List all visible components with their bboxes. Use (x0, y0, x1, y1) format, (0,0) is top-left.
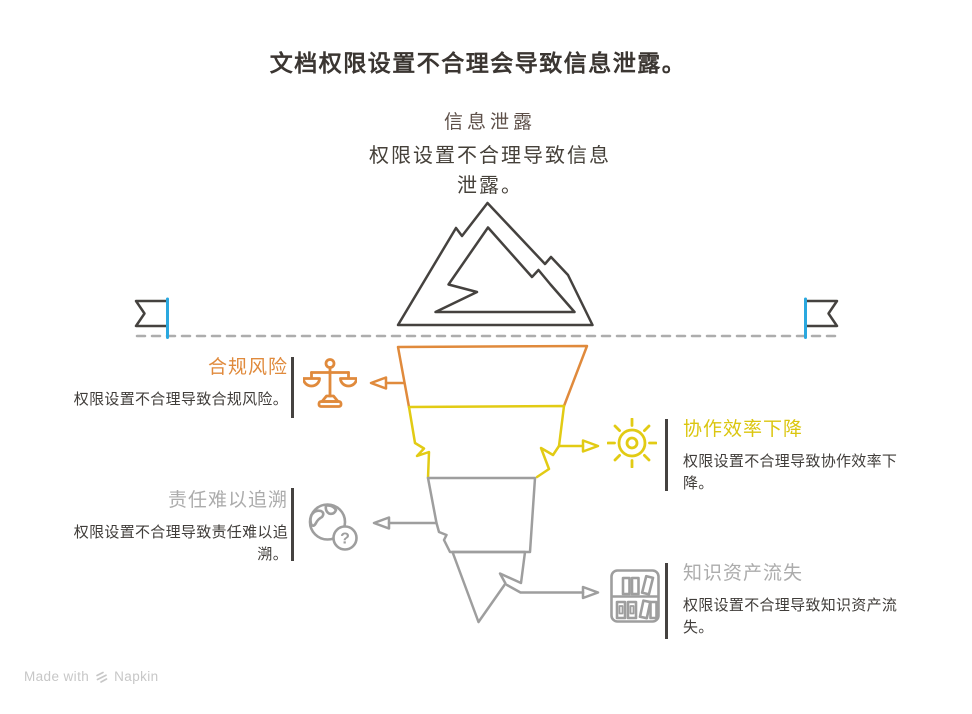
item-title: 协作效率下降 (683, 419, 804, 440)
mountain-icon (396, 201, 594, 327)
left-flag-icon (134, 297, 169, 339)
napkin-logo-icon (96, 671, 108, 683)
item-divider (665, 419, 668, 491)
item-compliance-risk: 合规风险 权限设置不合理导致合规风险。 (38, 357, 288, 411)
item-title: 责任难以追溯 (167, 490, 288, 511)
connector-arrow-knowledge (505, 583, 600, 600)
summit-heading: 信息泄露 (443, 112, 536, 133)
globe-question-icon: ? (308, 503, 358, 551)
item-description: 权限设置不合理导致知识资产流 失。 (683, 596, 898, 637)
item-title: 知识资产流失 (683, 563, 804, 584)
connector-arrow-accountability (372, 516, 438, 530)
summit-description: 权限设置不合理导致信息 泄露。 (369, 145, 611, 197)
item-divider (665, 563, 668, 639)
connector-arrow-collaboration (557, 439, 600, 453)
footer: Made with Napkin (24, 669, 159, 684)
item-knowledge-loss: 知识资产流失 权限设置不合理导致知识资产流 失。 (683, 563, 923, 640)
balance-scale-icon (303, 358, 357, 408)
funnel-segment-compliance (396, 344, 589, 409)
item-divider (291, 357, 294, 418)
funnel-segment-collaboration (407, 404, 566, 480)
page-title: 文档权限设置不合理会导致信息泄露。 (269, 50, 687, 76)
item-title: 合规风险 (207, 357, 288, 378)
item-description: 权限设置不合理导致责任难以追 溯。 (73, 523, 288, 564)
brand-name: Napkin (114, 669, 159, 684)
funnel-segment-knowledge (451, 550, 527, 624)
item-divider (291, 488, 294, 561)
right-flag-icon (804, 297, 839, 339)
question-mark-glyph: ? (340, 531, 350, 548)
item-description: 权限设置不合理导致合规风险。 (73, 390, 288, 408)
item-collaboration-efficiency: 协作效率下降 权限设置不合理导致协作效率下 降。 (683, 419, 923, 496)
made-with-text: Made with (24, 669, 90, 684)
sun-icon (607, 418, 657, 468)
connector-arrow-compliance (369, 376, 406, 390)
item-accountability: 责任难以追溯 权限设置不合理导致责任难以追 溯。 (38, 490, 288, 567)
funnel-segment-accountability (426, 476, 537, 554)
item-description: 权限设置不合理导致协作效率下 降。 (683, 452, 898, 493)
bookshelf-icon (610, 569, 660, 623)
